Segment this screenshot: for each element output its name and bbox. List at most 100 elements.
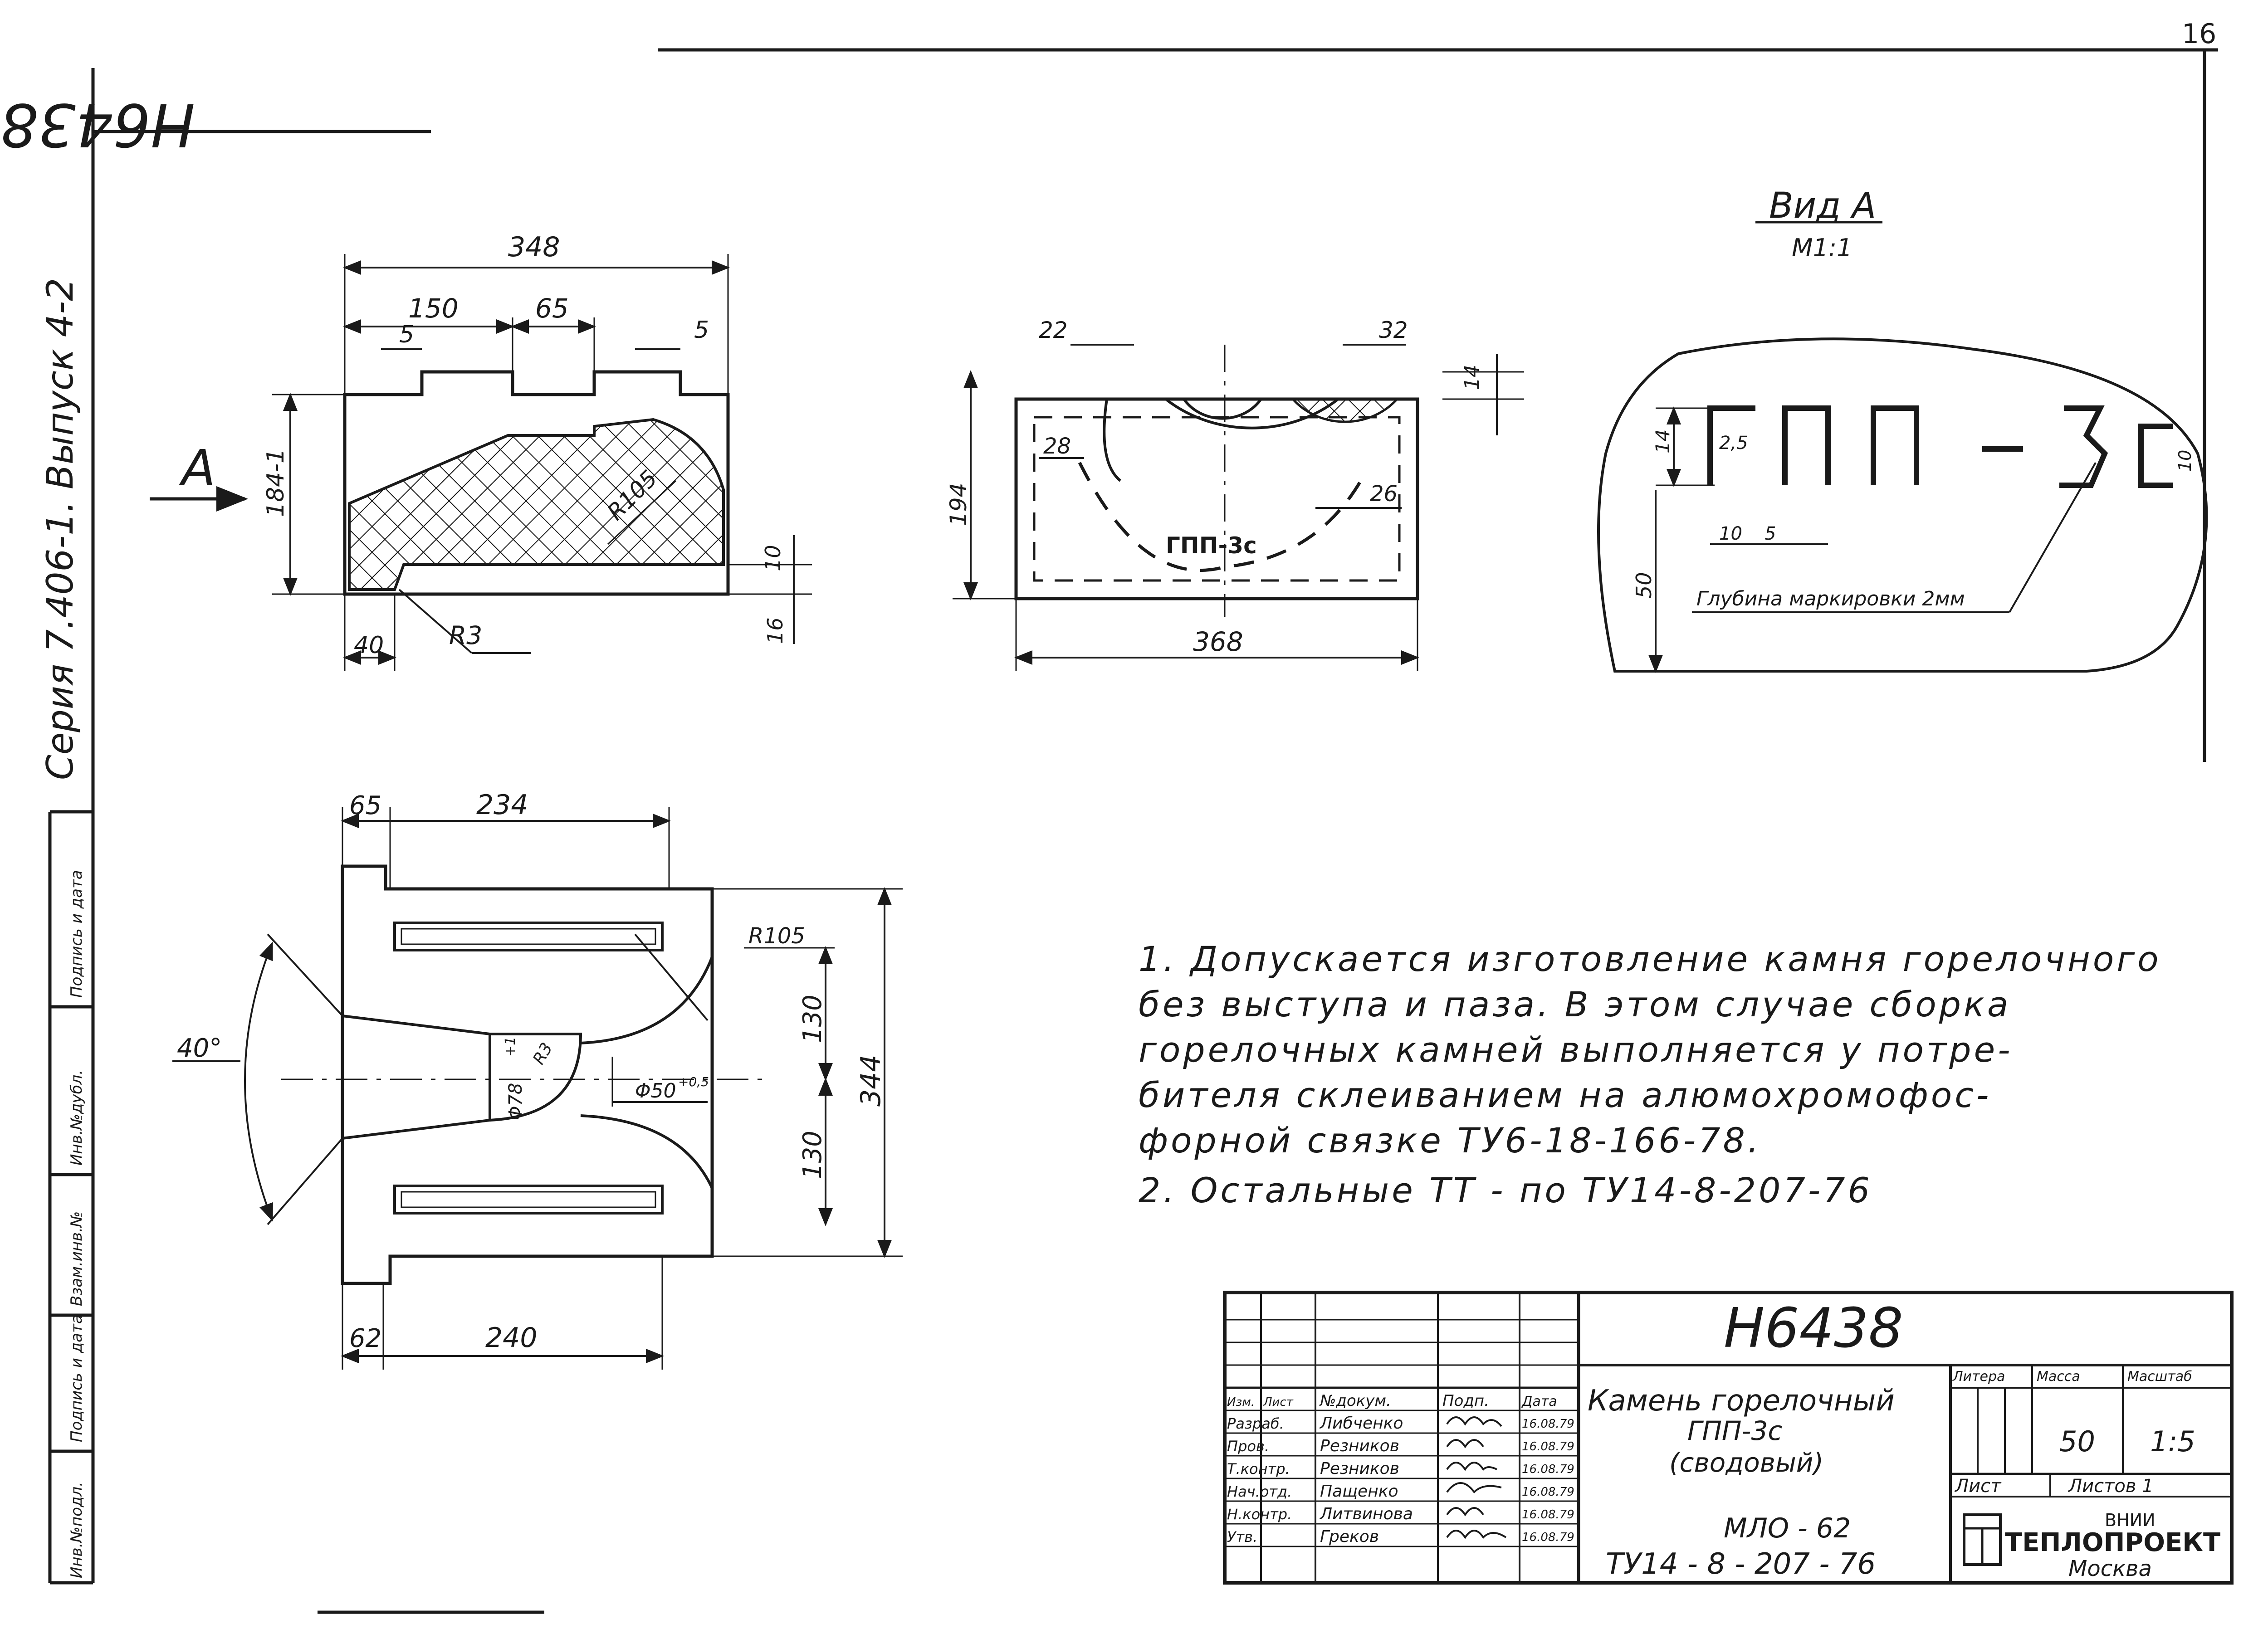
dim-40: 40 xyxy=(354,632,384,659)
org-main: ТЕПЛОПРОЕКТ xyxy=(2005,1528,2220,1557)
plan-dim-130-bottom: 130 xyxy=(798,1131,827,1179)
view-a-title: Вид А xyxy=(1769,185,1876,226)
dim-368: 368 xyxy=(1193,626,1243,657)
plan-dim-62: 62 xyxy=(349,1324,381,1353)
name-5: Греков xyxy=(1320,1527,1379,1546)
date-0: 16.08.79 xyxy=(1522,1417,1574,1431)
view-front xyxy=(953,344,1524,671)
margin-series: Серия 7.406-1. Выпуск 4-2 xyxy=(39,278,81,780)
signatures xyxy=(1446,1416,1507,1539)
org-top: ВНИИ xyxy=(2105,1510,2156,1530)
plan-dim-240: 240 xyxy=(485,1322,538,1354)
view-a xyxy=(1597,221,2208,673)
name-4: Литвинова xyxy=(1319,1505,1413,1523)
dim-14: 14 xyxy=(1461,365,1484,390)
margin-field-3: Инв.№дубл. xyxy=(68,1070,86,1166)
title-name-2: ГПП-3с xyxy=(1687,1415,1782,1446)
margin-field-2: Взам.инв.№ xyxy=(68,1211,86,1306)
drawing-number-stamp: Н6438 xyxy=(0,90,195,159)
margin-field-0: Инв.№подл. xyxy=(68,1482,86,1578)
plan-dim-344: 344 xyxy=(855,1054,887,1107)
note-line-4: бителя склеиванием на алюмохромофос- xyxy=(1139,1075,1992,1115)
plan-bore: Φ78 xyxy=(505,1083,526,1120)
mass-value: 50 xyxy=(2059,1425,2095,1458)
section-marker-a: A xyxy=(179,439,215,497)
note-line-6: 2. Остальные ТТ - по ТУ14-8-207-76 xyxy=(1139,1170,1872,1210)
title-material-2: ТУ14 - 8 - 207 - 76 xyxy=(1606,1547,1876,1581)
plan-dim-r105: R105 xyxy=(748,923,805,949)
view-a-dim-letter: 10 xyxy=(2175,450,2195,472)
title-designation: Н6438 xyxy=(1724,1297,1903,1360)
scale-value: 1:5 xyxy=(2150,1425,2195,1458)
note-line-3: горелочных камней выполняется у потре- xyxy=(1139,1029,2013,1070)
view-a-dim-14: 14 xyxy=(1652,429,1674,454)
title-material-1: МЛО - 62 xyxy=(1724,1512,1851,1544)
date-4: 16.08.79 xyxy=(1522,1508,1574,1522)
col-scale: Масштаб xyxy=(2127,1369,2192,1385)
margin-field-1: Подпись и дата xyxy=(68,1314,86,1442)
col-mass: Масса xyxy=(2037,1369,2080,1385)
view-a-dim-10: 10 xyxy=(1719,523,1742,544)
name-3: Пащенко xyxy=(1320,1482,1398,1501)
view-plan xyxy=(172,807,903,1370)
plan-dim-65: 65 xyxy=(349,791,381,820)
note-line-5: форной связке ТУ6-18-166-78. xyxy=(1139,1120,1761,1161)
dim-348: 348 xyxy=(508,231,560,263)
note-line-1: 1. Допускается изготовление камня горело… xyxy=(1139,939,2161,979)
dim-16: 16 xyxy=(763,617,787,644)
plan-dim-130-top: 130 xyxy=(798,995,827,1043)
view-a-scale: М1:1 xyxy=(1792,234,1853,262)
view-a-dim-5: 5 xyxy=(1765,523,1776,544)
title-block xyxy=(1223,1291,2234,1585)
dim-184: 184-1 xyxy=(262,449,289,517)
role-2: Т.контр. xyxy=(1227,1460,1290,1478)
hdr-date: Дата xyxy=(1521,1394,1557,1410)
dim-r3: R3 xyxy=(449,621,482,650)
hdr-sign: Подп. xyxy=(1442,1392,1489,1410)
dim-32: 32 xyxy=(1379,317,1408,343)
hdr-doc: №докум. xyxy=(1319,1392,1391,1410)
plan-angle: 40° xyxy=(177,1034,222,1063)
front-marking: ГПП-3с xyxy=(1166,532,1257,559)
role-5: Утв. xyxy=(1227,1528,1257,1546)
dim-150: 150 xyxy=(408,293,459,324)
view-top xyxy=(150,254,812,671)
name-1: Резников xyxy=(1320,1437,1399,1455)
title-name-3: (сводовый) xyxy=(1669,1447,1823,1478)
dim-10: 10 xyxy=(761,545,785,571)
note-line-2: без выступа и паза. В этом случае сборка xyxy=(1139,984,2011,1024)
role-3: Нач.отд. xyxy=(1227,1483,1292,1500)
date-2: 16.08.79 xyxy=(1522,1463,1574,1476)
title-name-1: Камень горелочный xyxy=(1588,1384,1895,1418)
dim-5-right: 5 xyxy=(694,317,709,344)
plan-bore-tol: +1 xyxy=(503,1037,518,1057)
role-4: Н.контр. xyxy=(1227,1506,1292,1523)
date-1: 16.08.79 xyxy=(1522,1440,1574,1454)
name-0: Либченко xyxy=(1319,1414,1403,1433)
view-a-depth-note: Глубина маркировки 2мм xyxy=(1696,587,1965,610)
dim-194: 194 xyxy=(945,483,972,526)
col-litera: Литера xyxy=(1952,1369,2005,1385)
dim-22: 22 xyxy=(1039,317,1068,343)
sheets-label: Листов 1 xyxy=(2068,1476,2154,1497)
dim-65: 65 xyxy=(535,293,569,324)
dim-26: 26 xyxy=(1370,481,1398,507)
plan-dim-234: 234 xyxy=(476,789,528,821)
role-0: Разраб. xyxy=(1227,1415,1284,1432)
dim-5-left: 5 xyxy=(399,321,414,348)
plan-dim-r3: R3 xyxy=(529,1039,556,1068)
page-number: 16 xyxy=(2182,18,2216,50)
hdr-izm: Изм. xyxy=(1227,1395,1255,1409)
date-5: 16.08.79 xyxy=(1522,1531,1574,1544)
dim-28: 28 xyxy=(1043,434,1071,459)
org-city: Москва xyxy=(2068,1556,2152,1581)
date-3: 16.08.79 xyxy=(1522,1485,1574,1499)
hdr-list: Лист xyxy=(1263,1395,1294,1409)
name-2: Резников xyxy=(1320,1459,1399,1478)
role-1: Пров. xyxy=(1227,1438,1269,1455)
plan-hole: Φ50 xyxy=(635,1079,676,1102)
sheet-label: Лист xyxy=(1954,1476,2002,1497)
view-a-dim-2-5: 2,5 xyxy=(1719,433,1748,454)
view-a-dim-50: 50 xyxy=(1632,572,1656,599)
